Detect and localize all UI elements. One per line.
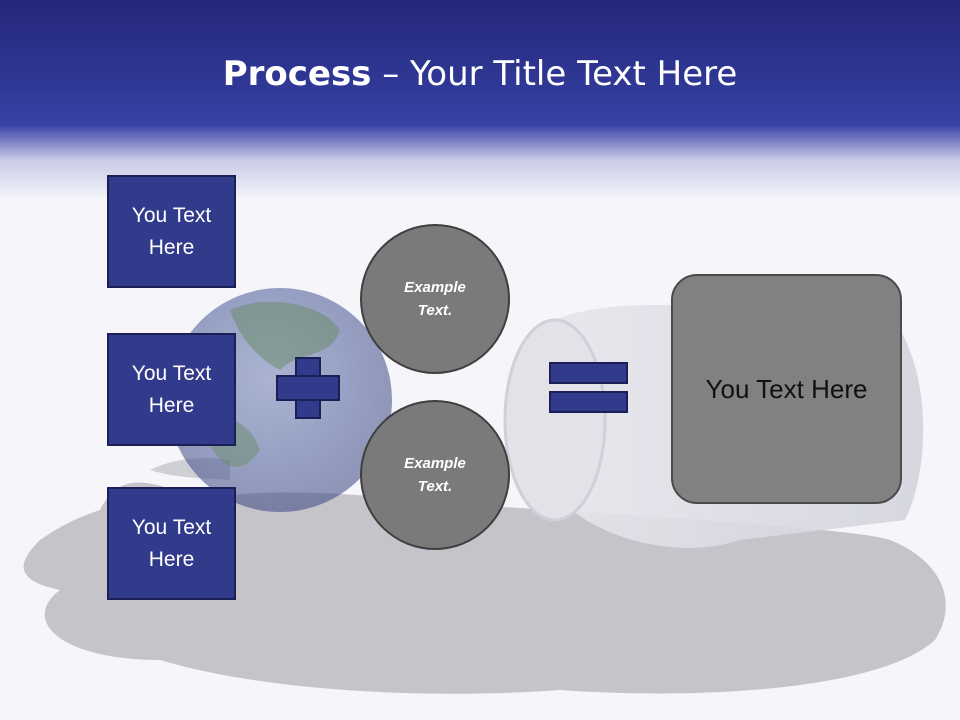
text-box-1-label: You Text Here [131,203,212,259]
globe-land-1 [230,301,340,370]
title-rest: – Your Title Text Here [371,54,738,94]
slide-title: Process – Your Title Text Here [0,52,960,96]
result-box-label: You Text Here [705,373,868,404]
title-bold: Process [222,54,372,94]
example-circle-1-label: Example Text. [404,279,466,319]
text-box-3-label: You Text Here [131,515,212,571]
example-circle-2[interactable]: Example Text. [360,400,510,550]
bucket-rim [503,318,607,522]
result-box[interactable]: You Text Here [671,274,902,504]
text-box-2[interactable]: You Text Here [107,333,236,446]
text-box-2-label: You Text Here [131,361,212,417]
text-box-1[interactable]: You Text Here [107,175,236,288]
header-banner [0,0,960,200]
example-circle-2-label: Example Text. [404,455,466,495]
text-box-3[interactable]: You Text Here [107,487,236,600]
example-circle-1[interactable]: Example Text. [360,224,510,374]
